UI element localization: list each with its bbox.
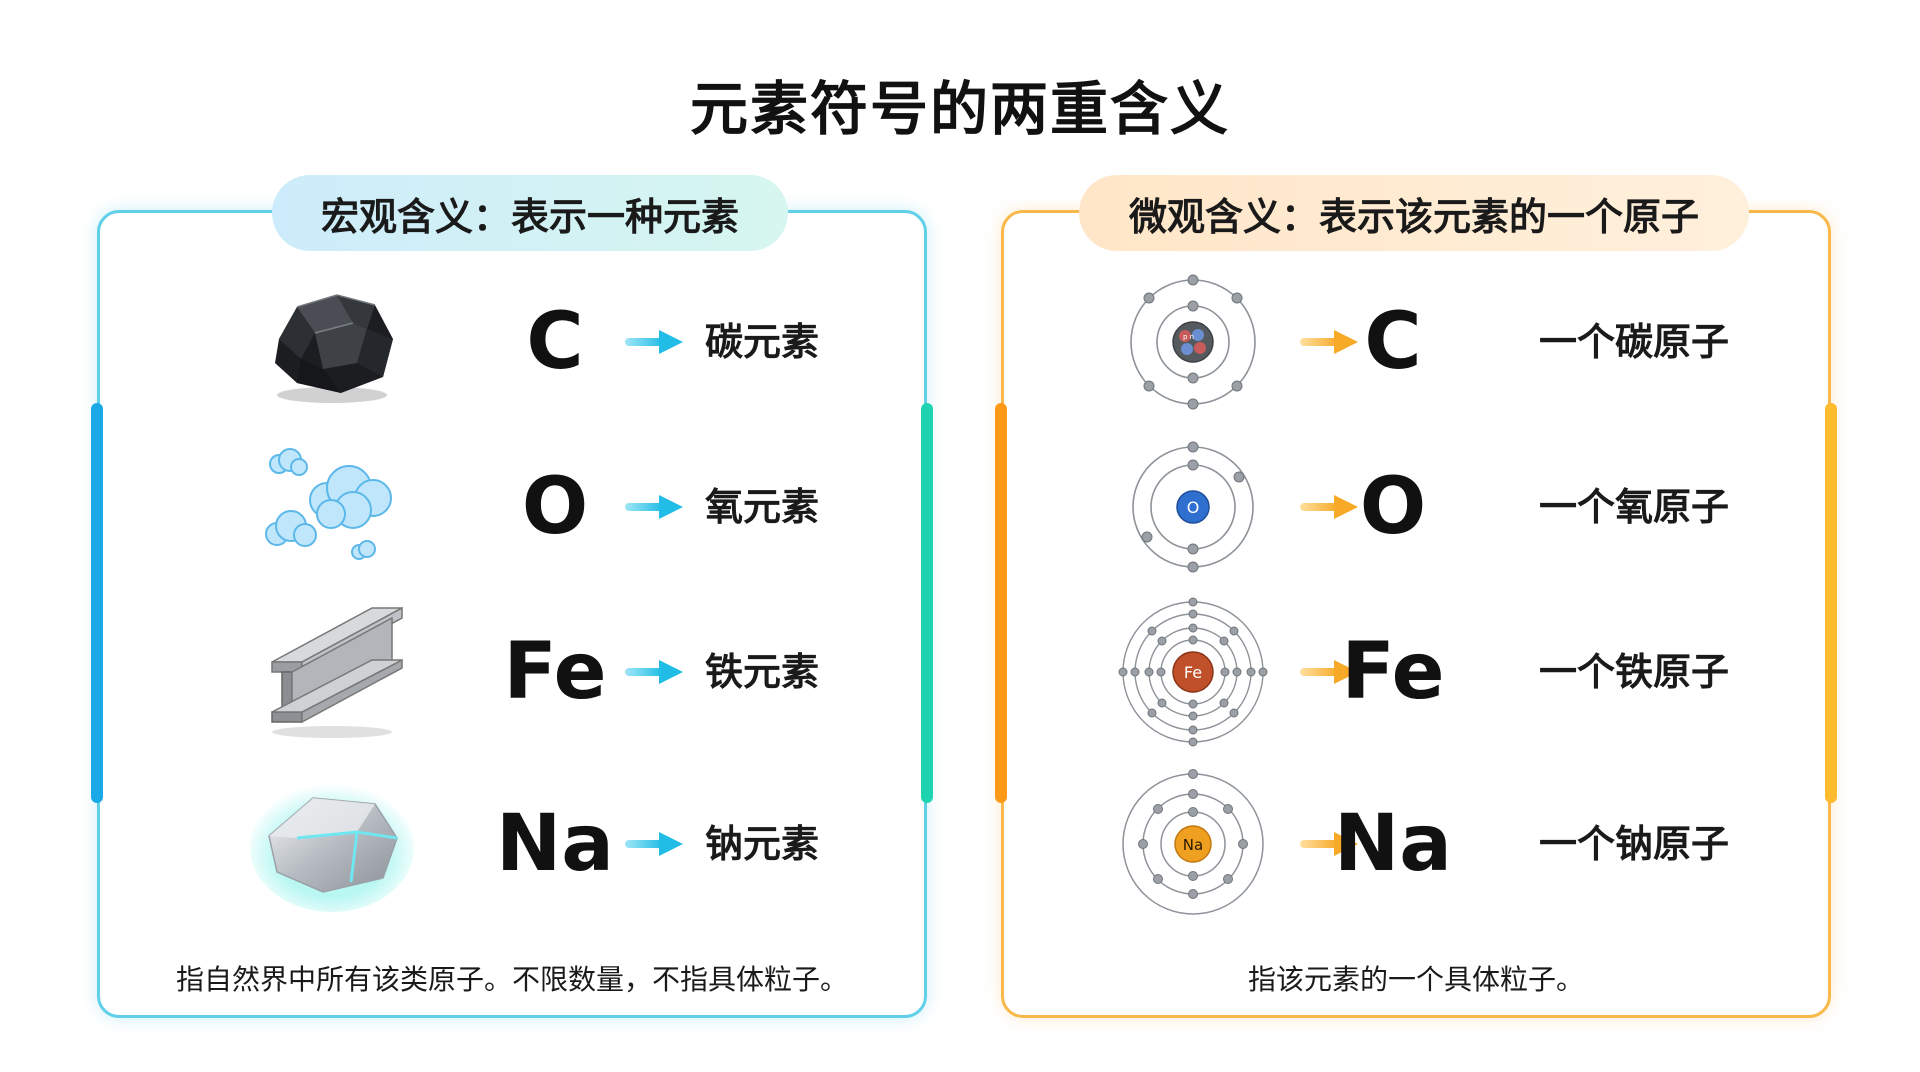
- micro-row-iron: Fe: [1004, 597, 1828, 747]
- iron-nucleus-label: Fe: [1184, 663, 1202, 682]
- micro-symbol-o: O: [1359, 462, 1427, 552]
- carbon-nucleus-label: p n: [1183, 333, 1194, 341]
- micro-panel: 微观含义：表示该元素的一个原子 p n: [995, 175, 1837, 1018]
- macro-symbol-c: C: [526, 297, 584, 387]
- macro-row-carbon: C 碳元素: [100, 267, 924, 417]
- oxygen-nucleus-label: O: [1187, 498, 1200, 517]
- macro-symbol-fe: Fe: [503, 627, 607, 717]
- micro-panel-left-accent: [995, 403, 1007, 803]
- macro-panel-left-accent: [91, 403, 103, 803]
- macro-label-iron: 铁元素: [705, 650, 820, 694]
- macro-arrow-icon: [625, 495, 683, 519]
- oxygen-atom-icon: O: [1108, 432, 1278, 582]
- gas-clouds-icon: [247, 432, 417, 582]
- macro-row-iron: Fe 铁元素: [100, 597, 924, 747]
- micro-symbol-c: C: [1364, 297, 1422, 387]
- micro-arrow-icon: [1300, 495, 1358, 519]
- micro-row-oxygen: O O 一个氧原子: [1004, 432, 1828, 582]
- page-title: 元素符号的两重含义: [689, 75, 1230, 143]
- micro-arrow-icon: [1300, 330, 1358, 354]
- sodium-atom-icon: Na: [1108, 769, 1278, 919]
- micro-label-iron: 一个铁原子: [1539, 650, 1730, 694]
- sodium-metal-lump-icon: [247, 769, 417, 919]
- macro-panel-right-accent: [921, 403, 933, 803]
- macro-heading: 宏观含义：表示一种元素: [272, 175, 788, 251]
- macro-row-sodium: Na 钠元素: [100, 769, 924, 919]
- macro-panel: 宏观含义：表示一种元素 C: [91, 175, 933, 1018]
- micro-arrow-icon: [1300, 832, 1358, 856]
- micro-row-sodium: Na Na 一个钠原子: [1004, 769, 1828, 919]
- micro-symbol-fe: Fe: [1341, 627, 1445, 717]
- macro-label-oxygen: 氧元素: [705, 485, 820, 529]
- carbon-atom-icon: p n: [1108, 267, 1278, 417]
- micro-label-sodium: 一个钠原子: [1539, 822, 1730, 866]
- macro-label-carbon: 碳元素: [705, 320, 820, 364]
- micro-note: 指该元素的一个具体粒子。: [1247, 963, 1584, 996]
- macro-arrow-icon: [625, 660, 683, 684]
- micro-arrow-icon: [1300, 660, 1358, 684]
- macro-arrow-icon: [625, 832, 683, 856]
- coal-lump-icon: [247, 267, 417, 417]
- micro-label-oxygen: 一个氧原子: [1539, 485, 1730, 529]
- macro-arrow-icon: [625, 330, 683, 354]
- iron-atom-icon: Fe: [1108, 597, 1278, 747]
- micro-row-carbon: p n C 一个碳原子: [1004, 267, 1828, 417]
- sodium-nucleus-label: Na: [1183, 836, 1203, 854]
- macro-note: 指自然界中所有该类原子。不限数量，不指具体粒子。: [175, 963, 848, 996]
- macro-symbol-o: O: [521, 462, 589, 552]
- macro-label-sodium: 钠元素: [705, 822, 820, 866]
- iron-beam-icon: [247, 597, 417, 747]
- macro-row-oxygen: O 氧元素: [100, 432, 924, 582]
- micro-label-carbon: 一个碳原子: [1539, 320, 1730, 364]
- macro-symbol-na: Na: [496, 799, 614, 889]
- micro-symbol-na: Na: [1334, 799, 1452, 889]
- micro-heading: 微观含义：表示该元素的一个原子: [1079, 175, 1749, 251]
- micro-panel-right-accent: [1825, 403, 1837, 803]
